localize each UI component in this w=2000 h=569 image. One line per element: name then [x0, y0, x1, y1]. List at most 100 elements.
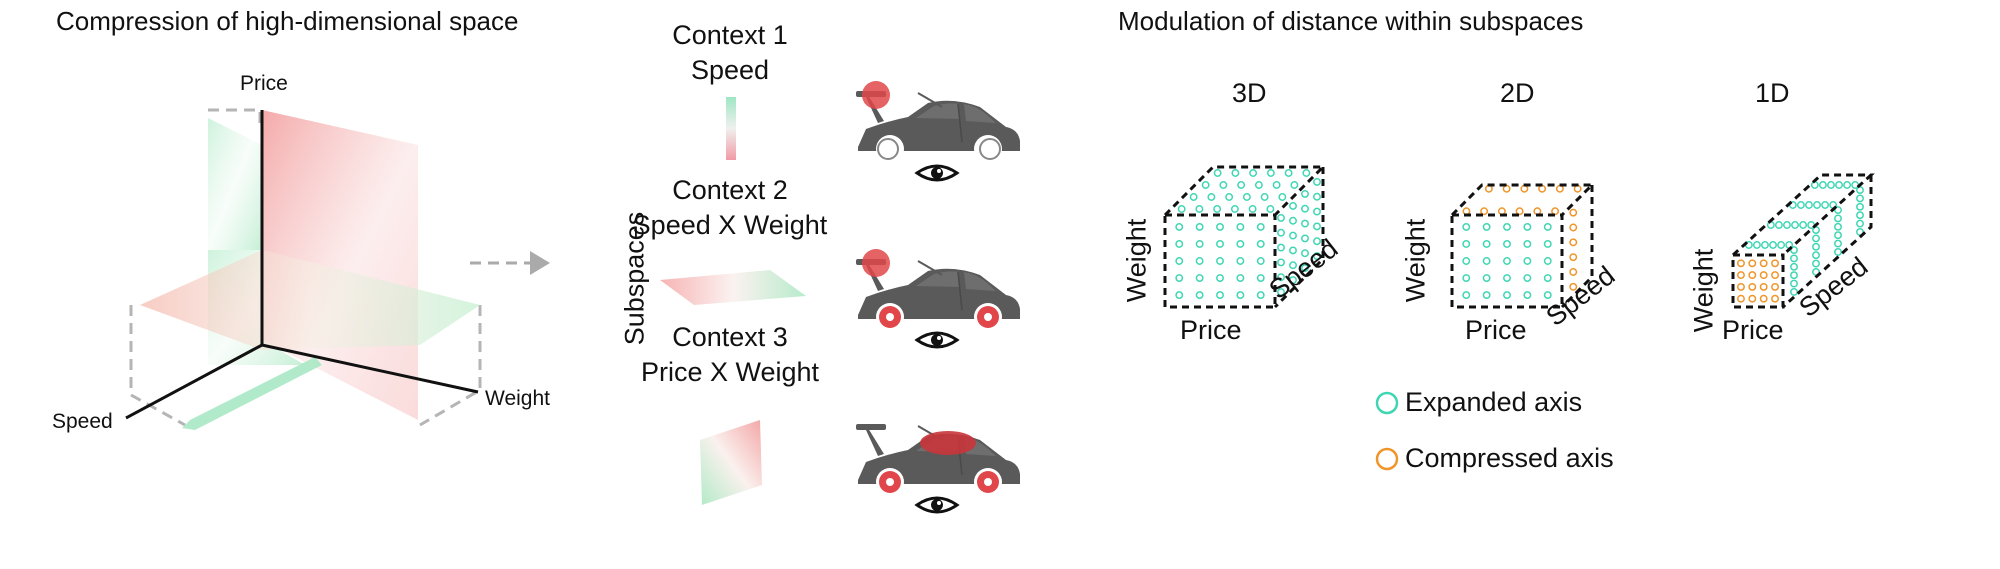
- right-panel-title: Modulation of distance within subspaces: [1118, 6, 1584, 36]
- speed-axis-label: Speed: [52, 410, 113, 433]
- grid-dot: [1313, 192, 1321, 201]
- grid-dot: [1543, 222, 1552, 231]
- legend-expanded-marker: [1375, 391, 1399, 415]
- grid-dot: [1790, 254, 1798, 263]
- context-1-subtitle: Speed: [690, 55, 770, 85]
- grid-dot: [1748, 271, 1757, 280]
- cube-edge: [1450, 183, 1596, 217]
- grid-dot: [1301, 264, 1309, 273]
- cube-2d-front-label: Price: [1465, 315, 1527, 345]
- grid-dot: [1277, 213, 1285, 222]
- grid-dot: [1834, 248, 1842, 256]
- cube-edge: [1163, 165, 1327, 217]
- cube-2d: [1450, 183, 1596, 309]
- grid-dot: [1284, 169, 1293, 177]
- grid-dot: [1256, 291, 1265, 300]
- grid-dot: [1236, 274, 1245, 282]
- cube-1d-side-label: Weight: [1688, 248, 1719, 333]
- grid-dot: [1277, 243, 1285, 252]
- grid-dot: [1278, 193, 1287, 201]
- grid-dot: [1175, 291, 1184, 300]
- grid-dot: [1543, 240, 1552, 248]
- grid-dot: [1805, 201, 1813, 209]
- grid-dot: [1856, 194, 1864, 203]
- grid-dot: [1503, 291, 1511, 300]
- grid-dot: [1569, 208, 1578, 217]
- context-3-title: Context 3: [672, 322, 788, 352]
- grid-dot: [1236, 257, 1245, 265]
- grid-dot: [1502, 184, 1511, 193]
- grid-dot: [1790, 288, 1798, 296]
- grid-dot: [1219, 181, 1228, 189]
- grid-dot: [1569, 282, 1578, 291]
- grid-dot: [1759, 259, 1768, 268]
- grid-dot: [1175, 240, 1184, 248]
- grid-dot: [1523, 222, 1532, 231]
- grid-dot: [1289, 276, 1297, 285]
- grid-dot: [1790, 262, 1798, 271]
- grid-dot: [1790, 246, 1798, 254]
- grid-dot: [1462, 240, 1471, 248]
- car-icon-2: [855, 249, 1021, 332]
- grid-dot: [1752, 241, 1761, 249]
- grid-dot: [1462, 207, 1471, 216]
- cube-edge: [1781, 175, 1873, 309]
- grid-dot: [1175, 274, 1184, 282]
- grid-dot: [1313, 207, 1321, 216]
- grid-dot: [1277, 273, 1285, 282]
- context-2-plane-shape: [660, 270, 806, 305]
- grid-dot: [1301, 204, 1309, 213]
- grid-dot: [1543, 274, 1552, 282]
- grid-dot: [1237, 181, 1246, 189]
- grid-dot: [1771, 294, 1779, 303]
- grid-dot: [1313, 252, 1321, 261]
- grid-dot: [1834, 231, 1842, 240]
- grid-dot: [1482, 222, 1491, 231]
- grid-dot: [1313, 237, 1321, 246]
- grid-dot: [1256, 222, 1265, 231]
- grid-dot: [1248, 205, 1257, 213]
- grid-dot: [1236, 240, 1245, 248]
- grid-dot: [1462, 222, 1471, 231]
- cube-edge: [1560, 185, 1594, 309]
- grid-dot: [1543, 291, 1552, 300]
- context-2-title: Context 2: [672, 175, 788, 205]
- grid-dot: [1290, 181, 1299, 189]
- grid-dot: [1771, 271, 1779, 280]
- grid-dot: [1216, 240, 1224, 248]
- grid-dot: [1289, 216, 1297, 225]
- grid-dot: [1810, 181, 1819, 189]
- grid-dot: [1213, 205, 1222, 213]
- grid-dot: [1249, 169, 1258, 177]
- grid-dot: [1236, 222, 1245, 231]
- grid-dot: [1759, 271, 1768, 280]
- cube-3d-dim-label: 3D: [1232, 78, 1267, 108]
- grid-dot: [1482, 240, 1491, 248]
- grid-dot: [1482, 291, 1491, 300]
- grid-dot: [1195, 222, 1204, 231]
- grid-dot: [1569, 253, 1578, 262]
- grid-dot: [1834, 214, 1842, 223]
- grid-dot: [1790, 279, 1798, 288]
- grid-dot: [1201, 181, 1210, 189]
- grid-dot: [1821, 201, 1830, 209]
- grid-dot: [1856, 202, 1864, 211]
- grid-dot: [1569, 268, 1578, 276]
- grid-dot: [1189, 193, 1198, 201]
- cube-edge: [1450, 213, 1564, 309]
- eye-icon-1: [915, 164, 959, 182]
- grid-dot: [1480, 207, 1489, 216]
- grid-dot: [1503, 274, 1511, 282]
- legend-expanded-label: Expanded axis: [1405, 387, 1583, 417]
- context-1-line-shape: [726, 97, 736, 160]
- grid-dot: [1225, 193, 1234, 201]
- grid-dot: [1266, 169, 1275, 177]
- grid-dot: [1289, 231, 1297, 240]
- grid-dot: [1834, 206, 1842, 214]
- grid-dot: [1266, 205, 1275, 213]
- car-icon-1: [855, 81, 1021, 164]
- eye-icon-3: [915, 496, 959, 514]
- grid-dot: [1573, 184, 1582, 193]
- eye-icon-2: [915, 331, 959, 349]
- grid-dot: [1216, 222, 1224, 231]
